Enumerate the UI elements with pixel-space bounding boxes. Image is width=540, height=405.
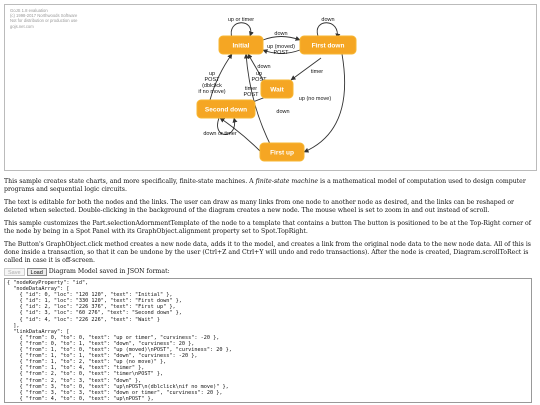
transition-0-to-1[interactable] [262, 36, 301, 41]
state-node-label: Wait [270, 86, 284, 93]
evaluation-watermark: GoJS 1.8 evaluation (c) 1998-2017 Northw… [10, 8, 78, 29]
state-node-wait[interactable]: Wait [260, 79, 294, 99]
transition-1-to-4[interactable] [290, 57, 322, 81]
editing-paragraph: The text is editable for both the nodes … [4, 199, 515, 214]
adornment-paragraph: This sample customizes the Part.selectio… [4, 220, 532, 235]
transition-label[interactable]: up (moved)POST [267, 44, 295, 56]
transition-label[interactable]: down [257, 64, 270, 70]
state-node-label: Initial [233, 42, 250, 49]
intro-text-start: This sample creates state charts, and mo… [4, 178, 256, 185]
transition-1-to-1[interactable] [316, 22, 341, 39]
fsm-term: finite-state machine [255, 178, 319, 185]
transition-label[interactable]: down or timer [203, 131, 236, 137]
transition-label[interactable]: timer [311, 69, 323, 75]
state-node-first-up[interactable]: First up [259, 142, 305, 162]
transition-label[interactable]: up (no move) [299, 96, 332, 102]
transition-label[interactable]: down [276, 109, 289, 115]
watermark-line: (c) 1998-2017 Northwoods Software [10, 13, 78, 19]
model-controls: Save Load Diagram Model saved in JSON fo… [4, 267, 170, 276]
state-node-initial[interactable]: Initial [218, 35, 264, 55]
intro-text-end: is a mathematical model of computation u… [4, 178, 526, 193]
intro-paragraph: This sample creates state charts, and mo… [4, 178, 534, 194]
state-node-label: First down [312, 42, 345, 49]
transition-label[interactable]: up or timer [228, 17, 254, 23]
watermark-line: Not for distribution or production use [10, 18, 78, 24]
transition-label[interactable]: down [274, 31, 287, 37]
save-button[interactable]: Save [4, 267, 25, 276]
button-paragraph: The Button's GraphObject.click method cr… [4, 241, 531, 264]
load-button[interactable]: Load [26, 267, 47, 276]
state-node-label: First up [270, 149, 294, 156]
state-node-second-down[interactable]: Second down [196, 99, 256, 119]
transition-label[interactable]: down [321, 17, 334, 23]
transition-0-to-0[interactable] [230, 22, 254, 39]
transition-3-to-3[interactable] [217, 117, 238, 135]
diagram-canvas[interactable]: GoJS 1.8 evaluation (c) 1998-2017 Northw… [4, 4, 537, 171]
transition-4-to-0[interactable] [247, 53, 267, 86]
transition-1-to-2[interactable] [303, 53, 346, 153]
transition-3-to-0[interactable] [209, 53, 233, 101]
watermark-line: GoJS 1.8 evaluation [10, 8, 48, 13]
state-node-label: Second down [205, 106, 247, 113]
transition-1-to-0[interactable] [262, 49, 301, 54]
state-chart: up or timer down up (moved)POST down up (no … [196, 17, 357, 162]
model-caption: Diagram Model saved in JSON format: [48, 268, 170, 275]
state-node-first-down[interactable]: First down [299, 35, 357, 55]
watermark-line: gojs.net.com [10, 23, 34, 29]
transition-2-to-3[interactable] [219, 117, 262, 153]
model-json-textarea[interactable]: { "nodeKeyProperty": "id", "nodeDataArra… [4, 278, 532, 403]
